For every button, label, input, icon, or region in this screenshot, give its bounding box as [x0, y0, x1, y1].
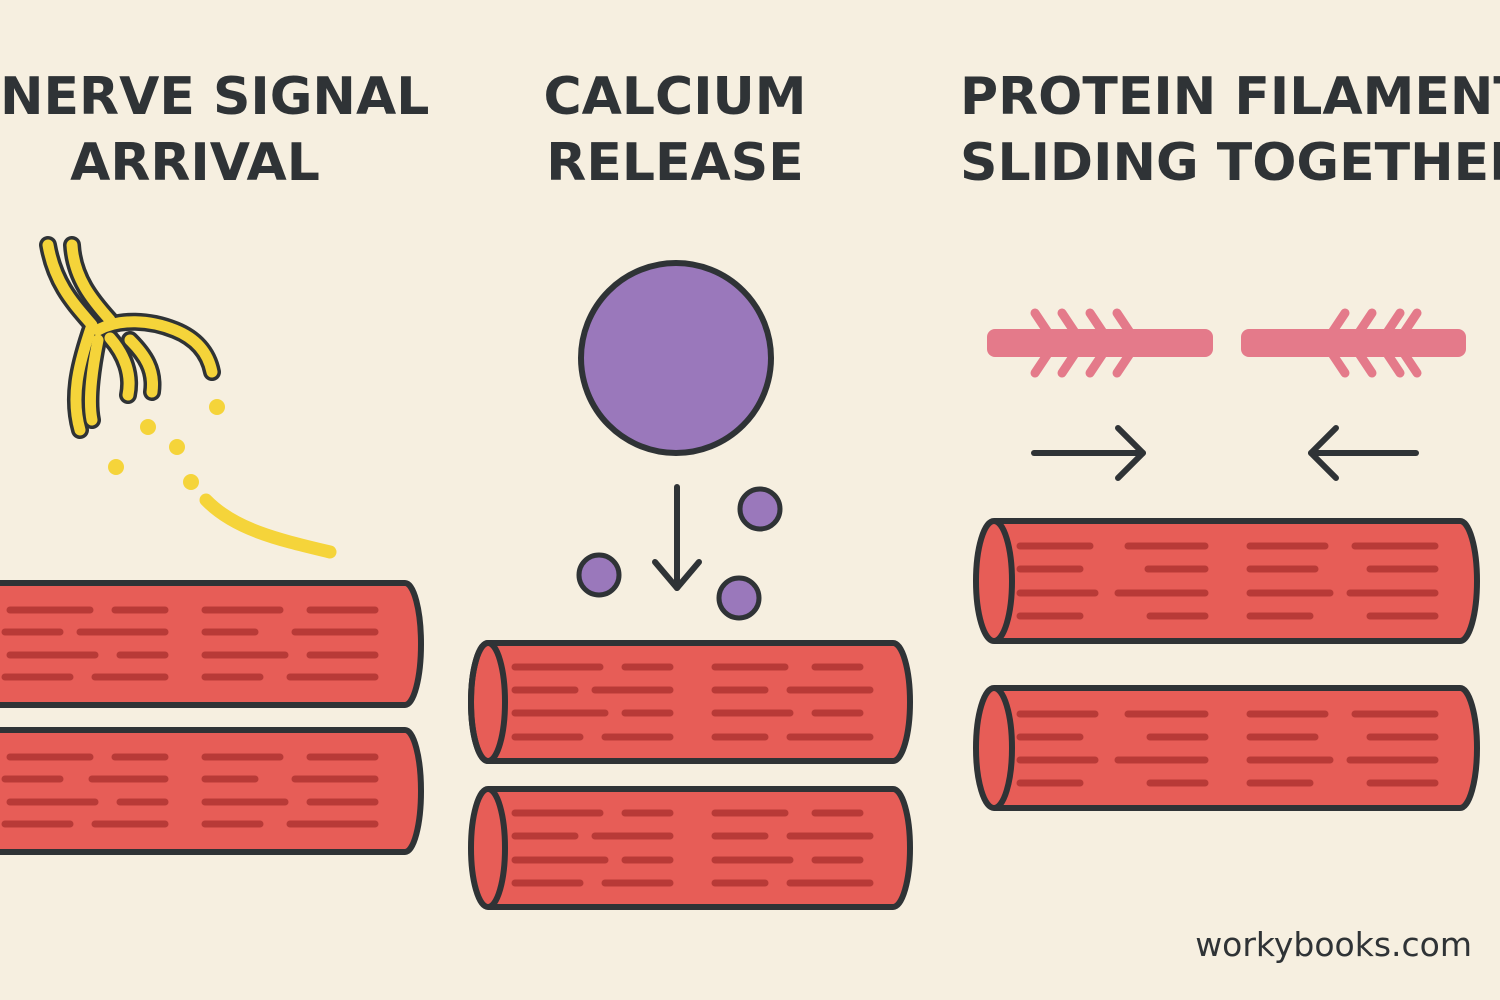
muscle-fiber-2a [468, 640, 913, 764]
muscle-fiber-1a [0, 580, 424, 708]
site-watermark: workybooks.com [1195, 925, 1472, 964]
step-3-title-line-1: PROTEIN FILAMENTS [960, 67, 1500, 127]
step-1-title: NERVE SIGNAL ARRIVAL [0, 64, 430, 196]
right-arrow-icon [1031, 425, 1146, 481]
step-3-title-line-2: SLIDING TOGETHER [960, 133, 1500, 193]
muscle-fiber-1b [0, 727, 424, 855]
nerve-ending-icon [39, 236, 221, 439]
step-3-title: PROTEIN FILAMENTS SLIDING TOGETHER [960, 64, 1500, 196]
step-2-title-line-1: CALCIUM [543, 67, 807, 127]
step-1-title-line-2: ARRIVAL [70, 133, 320, 193]
muscle-fiber-3b [973, 685, 1480, 811]
calcium-store-icon [578, 260, 774, 456]
step-2-title-line-2: RELEASE [546, 133, 804, 193]
down-arrow-icon [652, 484, 702, 591]
calcium-ion-dots [576, 486, 783, 621]
step-1-title-line-1: NERVE SIGNAL [0, 67, 430, 127]
nerve-signal-dots [108, 399, 225, 490]
muscle-fiber-2b [468, 786, 913, 910]
muscle-fiber-3a [973, 518, 1480, 644]
step-2-title: CALCIUM RELEASE [520, 64, 830, 196]
protein-filament-left [987, 308, 1213, 378]
left-arrow-icon [1308, 425, 1419, 481]
protein-filament-right [1241, 308, 1466, 378]
nerve-signal-trail [199, 493, 337, 559]
